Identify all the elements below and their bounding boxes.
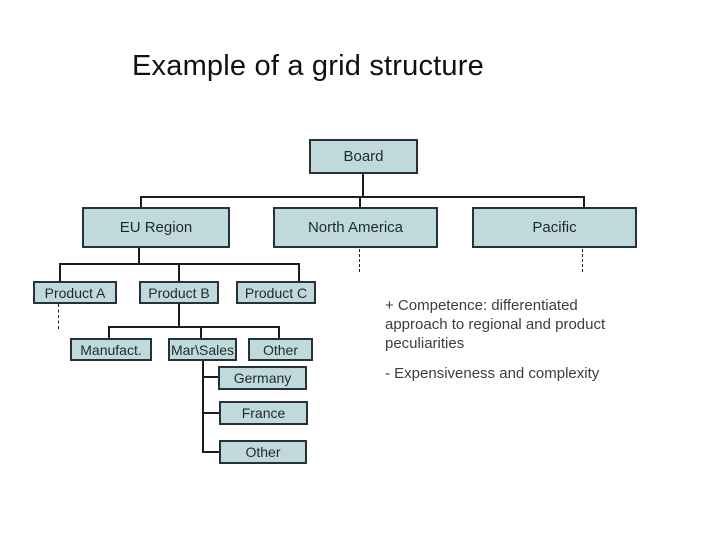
node-other-country: Other bbox=[219, 440, 307, 464]
connector-manufact-stub bbox=[108, 326, 110, 339]
dashed-continuation-na bbox=[359, 249, 360, 272]
connector-product-b-drop bbox=[178, 303, 180, 327]
node-other-function: Other bbox=[248, 338, 313, 361]
node-north-america: North America bbox=[273, 207, 438, 248]
connector-other-country-stub bbox=[202, 451, 220, 453]
connector-eu-stub bbox=[140, 196, 142, 208]
connector-product-a-stub bbox=[59, 263, 61, 282]
connector-germany-stub bbox=[202, 376, 219, 378]
connector-product-b-stub bbox=[178, 263, 180, 282]
connector-marsales-stub bbox=[200, 326, 202, 339]
node-product-b: Product B bbox=[139, 281, 219, 304]
node-pacific: Pacific bbox=[472, 207, 637, 248]
connector-product-c-stub bbox=[298, 263, 300, 282]
connector-na-stub bbox=[359, 196, 361, 208]
node-product-a: Product A bbox=[33, 281, 117, 304]
slide-title: Example of a grid structure bbox=[132, 50, 484, 82]
dashed-continuation-product-a bbox=[58, 304, 59, 329]
annotation-competence: + Competence: differentiated approach to… bbox=[385, 297, 606, 352]
dashed-continuation-pacific bbox=[582, 249, 583, 272]
connector-other-stub bbox=[278, 326, 280, 339]
connector-functions-rail bbox=[108, 326, 279, 328]
connector-board-drop bbox=[362, 173, 364, 197]
node-manufacturing: Manufact. bbox=[70, 338, 152, 361]
connector-pacific-stub bbox=[583, 196, 585, 208]
node-eu-region: EU Region bbox=[82, 207, 230, 248]
node-marketing-sales: Mar\Sales bbox=[168, 338, 237, 361]
node-germany: Germany bbox=[218, 366, 307, 390]
node-board: Board bbox=[309, 139, 418, 174]
connector-france-stub bbox=[202, 412, 220, 414]
annotation-expensiveness: - Expensiveness and complexity bbox=[385, 365, 600, 382]
connector-regions-rail bbox=[140, 196, 584, 198]
connector-countries-trunk bbox=[202, 361, 204, 453]
node-france: France bbox=[219, 401, 308, 425]
node-product-c: Product C bbox=[236, 281, 316, 304]
connector-eu-drop bbox=[138, 247, 140, 264]
